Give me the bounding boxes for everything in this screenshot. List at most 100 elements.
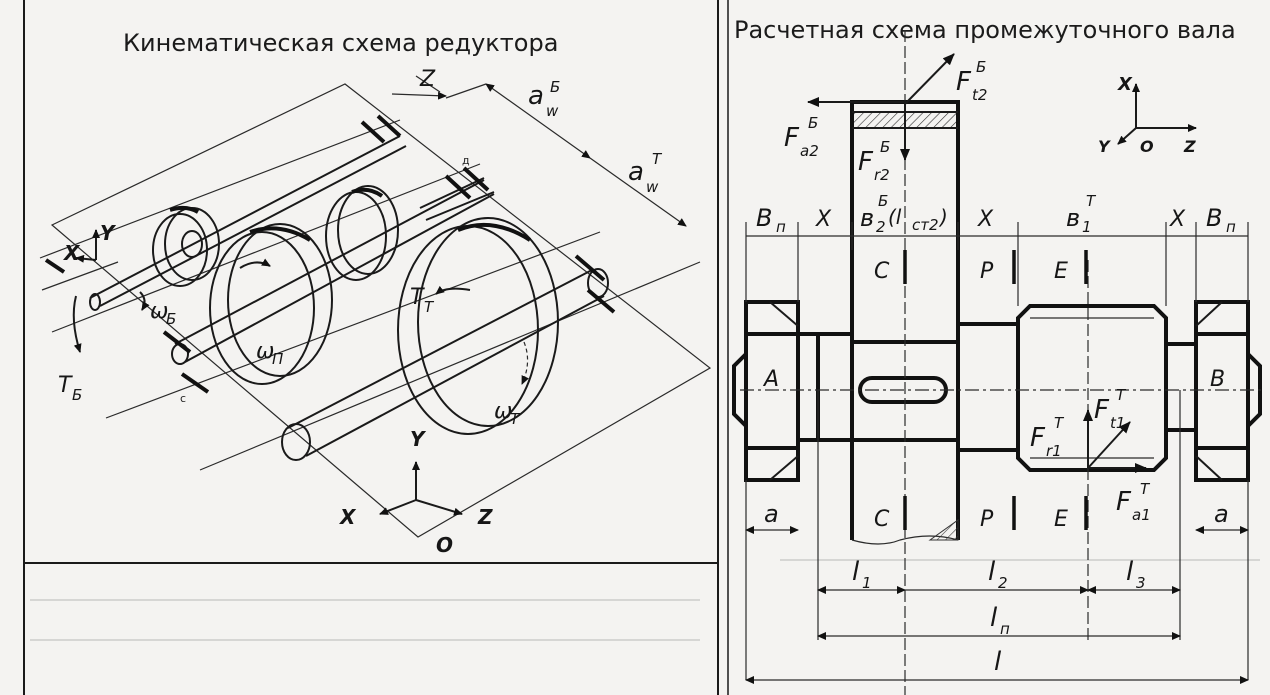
svg-text:Б: Б	[166, 310, 176, 328]
svg-text:в: в	[1066, 204, 1080, 232]
svg-text:в: в	[860, 204, 874, 232]
svg-text:Т: Т	[1086, 192, 1097, 210]
output-shaft	[281, 254, 616, 461]
pinion-t	[325, 185, 399, 281]
svg-text:Б: Б	[878, 192, 888, 210]
svg-text:F: F	[1030, 423, 1046, 453]
dim-l-total: l	[994, 647, 1002, 677]
section-c-top: C	[874, 259, 890, 284]
dim-l1: l 1	[852, 557, 872, 592]
svg-text:F: F	[1116, 487, 1132, 517]
svg-text:F: F	[858, 147, 874, 177]
support-a-label: A	[762, 367, 779, 392]
bearing-a	[732, 300, 818, 482]
svg-text:п: п	[776, 218, 786, 236]
svg-text:r1: r1	[1046, 442, 1062, 460]
svg-text:ст2: ст2	[912, 216, 939, 234]
dim-a-left: a	[764, 500, 779, 528]
svg-text:Т: Т	[1116, 386, 1127, 404]
left-xy-axes	[44, 229, 100, 274]
dim-b2: в 2 Б (l ст2 )	[860, 192, 948, 236]
svg-text:l: l	[852, 557, 860, 587]
svg-text:F: F	[784, 123, 800, 153]
svg-text:a: a	[628, 157, 644, 187]
dim-l3: l 3	[1126, 557, 1146, 592]
svg-text:T: T	[58, 373, 73, 398]
svg-text:1: 1	[1082, 218, 1092, 236]
z-arrow-top	[391, 91, 447, 100]
svg-text:t1: t1	[1110, 414, 1125, 432]
dim-bp-right: B п	[1206, 204, 1236, 236]
small-d-label: д	[462, 154, 470, 167]
wheel-t	[397, 217, 559, 435]
right-axes	[1117, 83, 1197, 145]
svg-text:ω: ω	[494, 399, 512, 424]
svg-text:3: 3	[1136, 574, 1146, 592]
svg-text:F: F	[1094, 395, 1110, 425]
aw-b-label: a w Б	[528, 78, 560, 120]
svg-text:r2: r2	[874, 166, 890, 184]
section-p-top: P	[980, 259, 994, 284]
section-e-bottom: E	[1054, 507, 1068, 532]
dim-lp: l п	[990, 603, 1010, 638]
small-c-label: с	[180, 392, 186, 405]
svg-text:п: п	[1226, 218, 1236, 236]
pinion-b	[152, 205, 220, 287]
force-ft1: F t1 Т	[1094, 386, 1127, 432]
int-shaft-end	[419, 177, 485, 209]
dim-a-right: a	[1214, 500, 1229, 528]
svg-text:Б: Б	[550, 78, 560, 96]
omega-b-label: ω Б	[150, 299, 176, 328]
axis-o-label: O	[1140, 137, 1154, 156]
svg-text:2: 2	[876, 218, 886, 236]
svg-text:l: l	[988, 557, 996, 587]
left-title: Кинематическая схема редуктора	[123, 29, 558, 57]
svg-text:T: T	[410, 285, 425, 310]
dim-x3: X	[1169, 207, 1186, 232]
svg-text:B: B	[756, 204, 772, 232]
x-label-left: X	[62, 241, 81, 265]
svg-text:w: w	[646, 178, 659, 196]
wheel-p	[209, 223, 333, 385]
shaft-calc-scheme: Расчетная схема промежуточного вала X Y …	[732, 16, 1264, 695]
svg-text:a2: a2	[800, 142, 819, 160]
section-c-bottom: C	[874, 507, 890, 532]
svg-text:Т: Т	[1054, 414, 1065, 432]
svg-text:2: 2	[998, 574, 1008, 592]
o-label-bottom: O	[436, 533, 453, 557]
section-p-bottom: P	[980, 507, 994, 532]
omega-p-label: ω П	[256, 339, 283, 368]
section-marks	[903, 250, 1088, 530]
force-arrows-t	[1083, 409, 1147, 473]
dim-b1: в 1 Т	[1066, 192, 1097, 236]
svg-text:Т: Т	[424, 298, 435, 316]
support-b-label: B	[1210, 367, 1225, 392]
svg-text:Б: Б	[976, 58, 986, 76]
axis-y-label: Y	[1098, 137, 1111, 156]
svg-text:a1: a1	[1132, 506, 1151, 524]
svg-text:l: l	[990, 603, 998, 633]
top-dimension-chain	[745, 222, 1249, 306]
section-e-top: E	[1054, 259, 1068, 284]
svg-text:Б: Б	[72, 386, 82, 404]
shaft-body	[816, 322, 1196, 452]
force-fr1: F r1 Т	[1030, 414, 1065, 460]
svg-text:Б: Б	[808, 114, 818, 132]
axis-z-label: Z	[1183, 137, 1196, 156]
omega-t-label: ω Т	[494, 399, 521, 428]
svg-text:(l: (l	[888, 205, 902, 229]
dim-x2: X	[977, 207, 994, 232]
svg-text:П: П	[272, 350, 283, 368]
force-fa1: F a1 Т	[1116, 480, 1151, 524]
base-plane	[50, 83, 712, 538]
svg-text:t2: t2	[972, 86, 987, 104]
t-t-label: T Т	[410, 285, 435, 316]
bearing-b	[1194, 300, 1262, 482]
force-fa2: F a2 Б	[784, 114, 819, 160]
svg-text:Б: Б	[880, 138, 890, 156]
svg-text:п: п	[1000, 620, 1010, 638]
y-label-bottom: Y	[410, 427, 427, 451]
dim-x1: X	[815, 207, 832, 232]
z-label-top: Z	[419, 67, 436, 92]
